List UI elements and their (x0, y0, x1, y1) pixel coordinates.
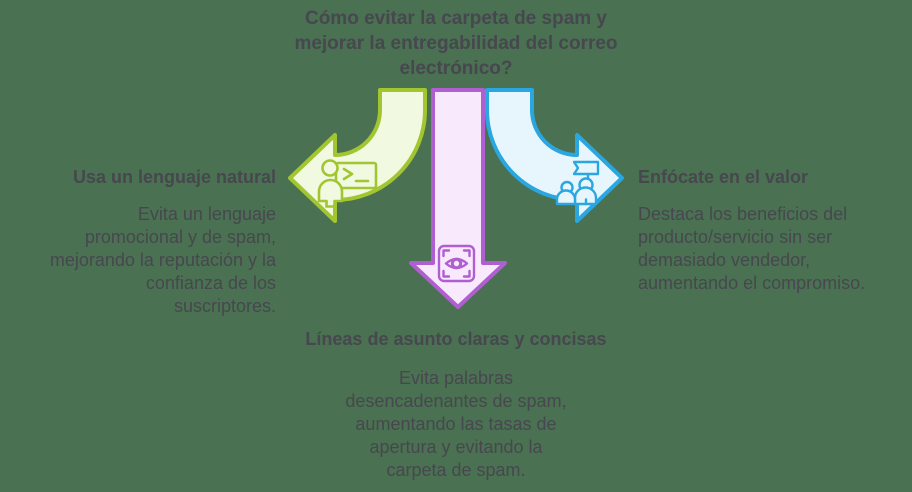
terminal-prompt (342, 167, 354, 181)
bracket-bottom-left (442, 269, 451, 278)
terminal-board (334, 161, 378, 190)
section-left-body: Evita un lenguaje promocional y de spam,… (49, 204, 276, 316)
bracket-top-left (442, 249, 451, 258)
section-center-heading: Líneas de asunto claras y concisas (305, 329, 607, 349)
section-left: Usa un lenguaje natural Evita un lenguaj… (8, 166, 276, 318)
left-arrow (288, 88, 427, 223)
down-arrow (409, 88, 507, 309)
person-body (317, 178, 344, 208)
section-left-heading: Usa un lenguaje natural (72, 167, 276, 187)
right-arrow-shape (485, 88, 624, 223)
section-right: Enfócate en el valor Destaca los benefic… (638, 166, 910, 295)
section-right-heading: Enfócate en el valor (638, 167, 809, 187)
eye-scan-frame (437, 244, 476, 283)
bracket-bottom-right (462, 269, 471, 278)
flag (572, 160, 600, 176)
eye-iris (450, 257, 463, 270)
person-head (321, 159, 339, 177)
person-terminal-icon (317, 159, 378, 208)
down-arrow-shape (409, 88, 507, 309)
right-arrow (485, 88, 624, 223)
page-title: Cómo evitar la carpeta de spam y mejorar… (294, 8, 618, 79)
section-right-body: Destaca los beneficios del producto/serv… (638, 204, 866, 293)
eye-scan-icon (437, 244, 476, 283)
eye-outline (444, 257, 469, 270)
small-person-body (555, 189, 577, 206)
section-center-body: Evita palabras desencadenantes de spam, … (345, 368, 567, 480)
left-arrow-shape (288, 88, 427, 223)
team-flag-icon (555, 160, 600, 206)
section-center: Líneas de asunto claras y concisas Evita… (156, 328, 756, 482)
bracket-top-right (462, 249, 471, 258)
